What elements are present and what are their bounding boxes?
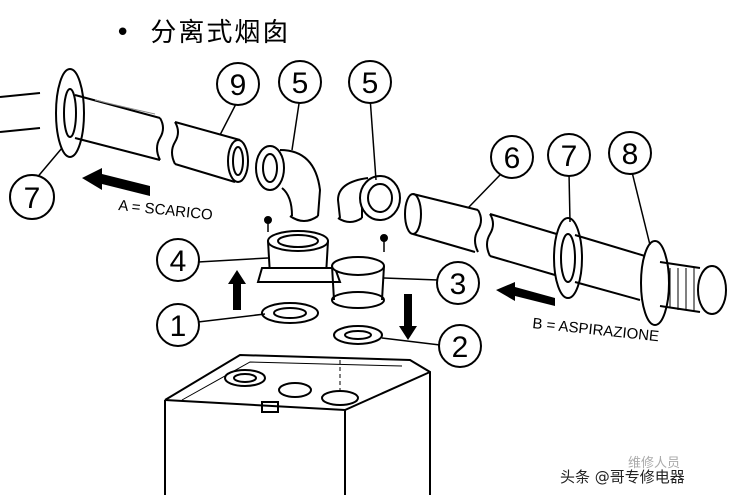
boiler-body: [164, 353, 431, 495]
gasket-2: [333, 325, 383, 345]
arrow-up: [228, 270, 246, 310]
svg-text:2: 2: [452, 331, 469, 364]
leader-lines: [34, 96, 651, 346]
right-collar-7: [553, 217, 646, 301]
callout-4: 4: [156, 238, 200, 282]
callout-9: 9: [216, 62, 260, 106]
page-title: • 分离式烟囱: [115, 12, 290, 49]
svg-text:6: 6: [504, 142, 521, 175]
svg-text:9: 9: [230, 69, 247, 102]
arrow-exhaust-left: [82, 168, 150, 196]
svg-text:3: 3: [450, 268, 467, 301]
callout-1: 1: [156, 303, 200, 347]
watermark-faded: 维修人员: [628, 456, 681, 471]
right-pipe-6: [404, 193, 561, 276]
svg-text:7: 7: [561, 140, 578, 173]
left-exhaust-pipe: [0, 68, 249, 183]
svg-text:5: 5: [292, 67, 309, 100]
exhaust-label: A = SCARICO: [118, 197, 214, 224]
elbow-fitting-left: [255, 145, 322, 222]
svg-text:5: 5: [362, 67, 379, 100]
intake-label: B = ASPIRAZIONE: [532, 315, 660, 345]
svg-text:7: 7: [24, 182, 41, 215]
watermark: 头条 @哥专修电器: [560, 468, 685, 486]
svg-text:1: 1: [170, 310, 187, 343]
callout-6: 6: [490, 135, 534, 179]
intake-terminal-8: [640, 240, 727, 326]
callout-5-left: 5: [278, 60, 322, 104]
callout-7-left: 7: [9, 174, 55, 220]
callout-3: 3: [436, 261, 480, 305]
callout-5-right: 5: [348, 60, 392, 104]
callout-7-right: 7: [547, 133, 591, 177]
arrow-intake-left: [496, 282, 555, 306]
svg-text:8: 8: [622, 138, 639, 171]
adapter-flange-4: [256, 216, 342, 283]
title-text: 分离式烟囱: [150, 18, 291, 48]
callout-8: 8: [608, 131, 652, 175]
callouts: 9 5 5 6 7 8 7 4 3 1 2: [9, 60, 652, 368]
flow-arrows: [82, 168, 555, 340]
gasket-1: [261, 302, 319, 324]
elbow-fitting-right: [336, 175, 401, 223]
arrow-down: [399, 294, 417, 340]
adapter-flange-3: [331, 234, 388, 309]
svg-text:4: 4: [170, 245, 187, 278]
title-bullet: •: [115, 18, 133, 48]
callout-2: 2: [438, 324, 482, 368]
